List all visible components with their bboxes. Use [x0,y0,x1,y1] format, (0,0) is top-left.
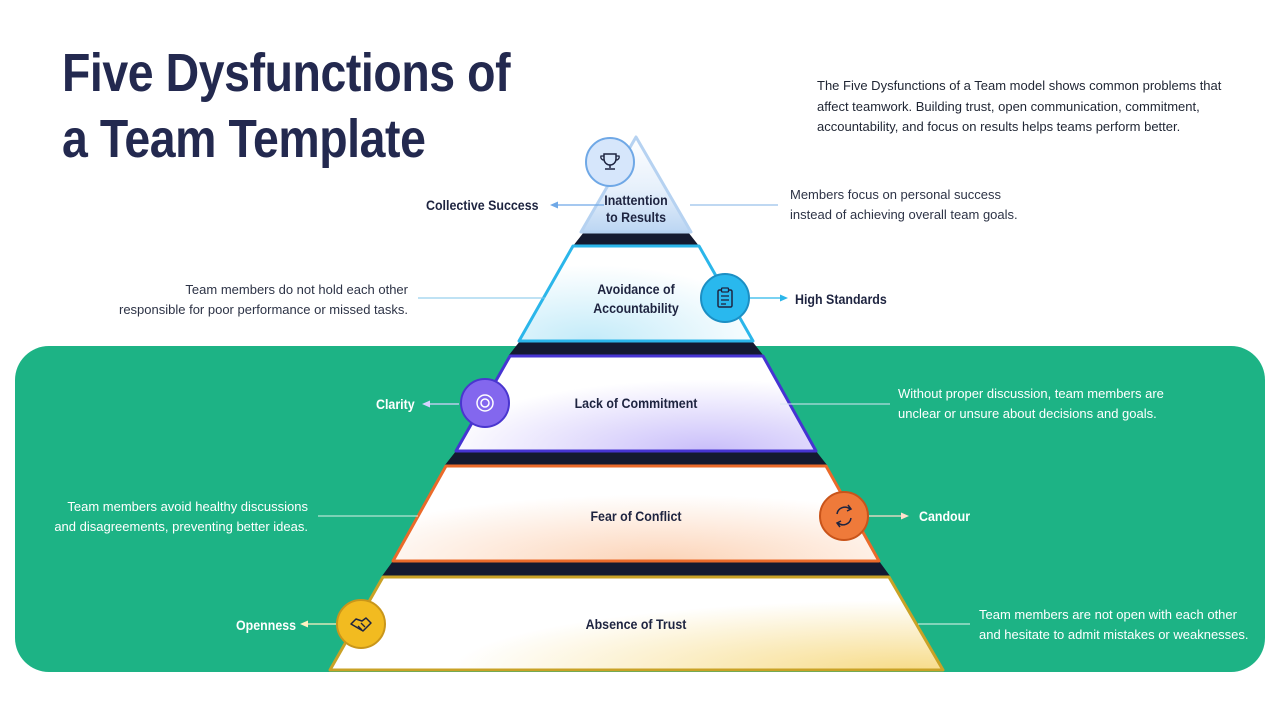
refresh-icon [819,491,869,541]
description-inattention-to-results: Members focus on personal success instea… [790,185,1018,225]
tier-label-line: Inattention [604,193,668,208]
handshake-icon [336,599,386,649]
description-lack-of-commitment: Without proper discussion, team members … [898,384,1164,424]
band-1 [573,232,699,246]
arrow-high-standards [750,294,788,302]
tier-avoidance-of-accountability [517,244,755,343]
band-2 [509,341,763,355]
tier-label-inattention-to-results: Inattention to Results [604,192,667,226]
tier-label-lack-of-commitment: Lack of Commitment [575,395,698,412]
solution-candour: Candour [919,509,971,524]
description-fear-of-conflict: Team members avoid healthy discussions a… [54,497,308,537]
solution-clarity: Clarity [376,397,415,412]
description-line: instead of achieving overall team goals. [790,207,1018,222]
clipboard-icon [700,273,750,323]
description-line: unclear or unsure about decisions and go… [898,406,1157,421]
arrow-openness [300,620,336,628]
intro-line-3: accountability, and focus on results hel… [817,119,1181,134]
arrow-clarity [422,400,459,408]
solution-collective-success: Collective Success [426,198,539,213]
tier-label-line: Absence of Trust [585,617,687,632]
description-line: and hesitate to admit mistakes or weakne… [979,627,1249,642]
band-4 [382,561,890,576]
description-line: Team members do not hold each other [185,282,408,297]
solution-openness: Openness [236,618,297,633]
page-title: Five Dysfunctions of a Team Template [62,40,511,172]
tier-label-line: Accountability [593,301,679,316]
description-line: and disagreements, preventing better ide… [54,519,308,534]
tier-label-line: Avoidance of [597,282,675,297]
description-absence-of-trust: Team members are not open with each othe… [979,605,1249,645]
tier-label-absence-of-trust: Absence of Trust [586,616,687,633]
description-line: responsible for poor performance or miss… [118,302,408,317]
intro-paragraph: The Five Dysfunctions of a Team model sh… [817,76,1237,138]
tier-label-fear-of-conflict: Fear of Conflict [590,508,681,525]
tier-label-avoidance-of-accountability: Avoidance of Accountability [593,280,679,318]
tier-label-line: Lack of Commitment [574,396,698,411]
arrow-candour [869,512,909,520]
description-line: Team members are not open with each othe… [979,607,1237,622]
description-line: Members focus on personal success [790,187,1001,202]
tier-label-line: Fear of Conflict [590,509,682,524]
intro-line-1: The Five Dysfunctions of a Team model sh… [817,78,1222,93]
arrow-collective-success [550,201,604,209]
tier-label-line: to Results [605,210,667,225]
intro-line-2: affect teamwork. Building trust, open co… [817,98,1200,114]
description-line: Without proper discussion, team members … [898,386,1164,401]
tier-fear-of-conflict [391,464,881,563]
solution-high-standards: High Standards [795,292,887,307]
title-line-2: a Team Template [62,109,426,169]
title-line-1: Five Dysfunctions of [62,43,511,103]
description-line: Team members avoid healthy discussions [67,499,308,514]
description-avoidance-of-accountability: Team members do not hold each other resp… [119,280,408,320]
trophy-icon [585,137,635,187]
target-icon [460,378,510,428]
band-3 [445,451,827,465]
